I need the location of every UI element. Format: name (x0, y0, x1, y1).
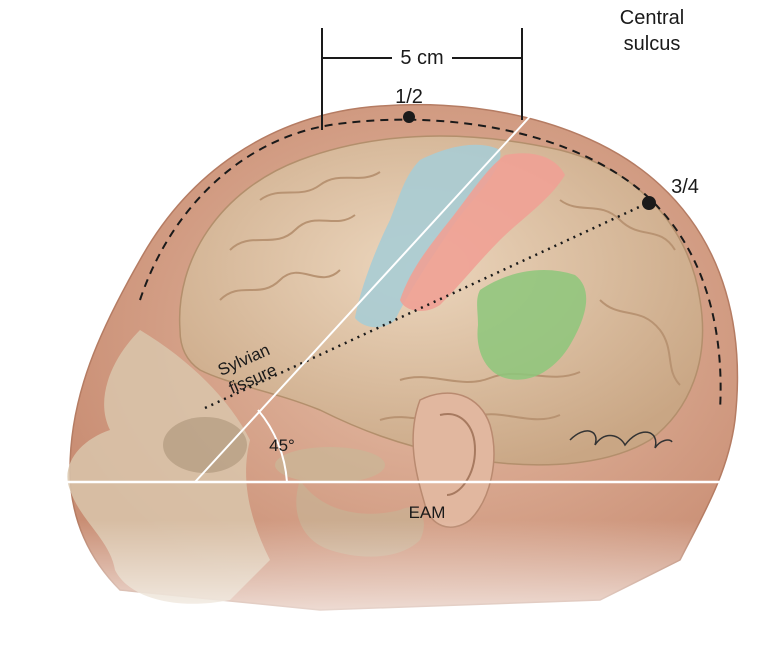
bottom-fade (0, 520, 778, 654)
central-sulcus-label-line1: Central (620, 7, 684, 29)
angle-label: 45° (269, 436, 295, 455)
three-quarter-point-marker (642, 196, 656, 210)
angle-arc (257, 409, 288, 483)
central-sulcus-line (194, 39, 601, 483)
nasion-inion-dashed-arc (139, 118, 722, 411)
artist-signature (569, 430, 673, 449)
sylvian-fissure-line (204, 200, 651, 410)
green-cortical-region (477, 270, 587, 380)
precentral-gyrus-region (355, 144, 501, 328)
eam-label: EAM (409, 503, 446, 522)
central-sulcus-label-line2: sulcus (624, 33, 681, 55)
half-point-label: 1/2 (395, 86, 423, 108)
measurement-bracket (321, 28, 523, 130)
postcentral-gyrus-region (400, 153, 565, 312)
ear (412, 392, 495, 528)
half-point-marker (403, 111, 415, 123)
three-quarter-point-label: 3/4 (671, 176, 699, 198)
measurement-label: 5 cm (400, 47, 443, 69)
